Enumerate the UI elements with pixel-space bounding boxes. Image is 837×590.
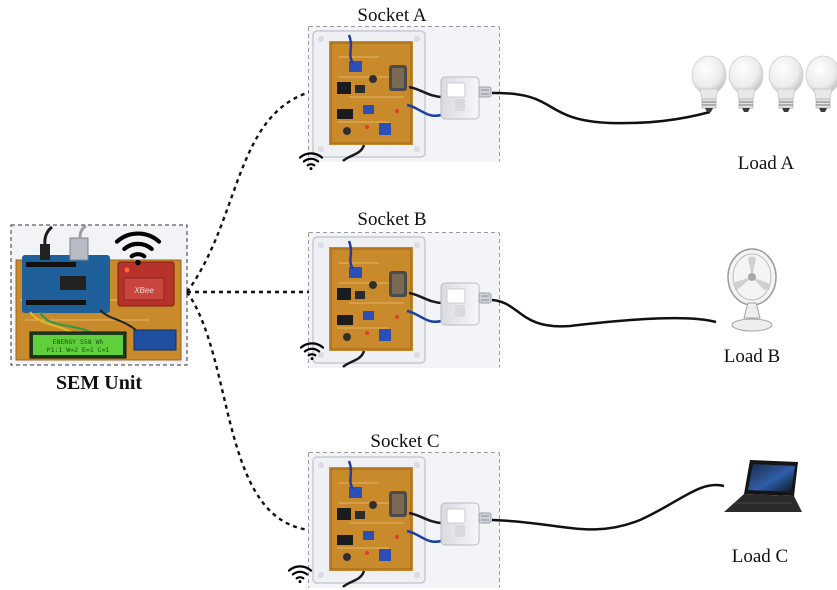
power-cable-b	[491, 298, 717, 328]
sem-unit: XBee ENERGY 558 Wh P1:1 W=2 E=1 C=1	[10, 224, 188, 366]
socket-a-label: Socket A	[357, 5, 426, 26]
wifi-icon	[287, 565, 313, 585]
sem-unit-label: SEM Unit	[56, 372, 142, 394]
laptop-icon	[724, 460, 802, 512]
power-cable-a	[491, 91, 711, 125]
load-a-label: Load A	[738, 153, 795, 174]
lcd-line-1: ENERGY 558 Wh	[53, 338, 104, 346]
socket-c	[287, 451, 725, 590]
link-socket-c	[186, 291, 311, 532]
socket-a	[298, 25, 711, 172]
fan-icon	[727, 248, 777, 332]
xbee-text: XBee	[133, 286, 154, 295]
lcd-line-2: P1:1 W=2 E=1 C=1	[47, 346, 110, 354]
socket-c-label: Socket C	[370, 431, 439, 452]
bulb-icon	[691, 55, 727, 113]
power-cable-c	[491, 483, 725, 531]
socket-b	[299, 231, 717, 370]
bulb-icon	[768, 55, 804, 113]
link-socket-a	[186, 90, 311, 293]
load-b-label: Load B	[724, 346, 780, 367]
load-c-label: Load C	[732, 546, 788, 567]
load-a-bulbs	[691, 55, 837, 113]
socket-b-label: Socket B	[357, 209, 426, 230]
wireless-links	[186, 90, 311, 532]
bulb-icon	[728, 55, 764, 113]
bulb-icon	[805, 55, 837, 113]
